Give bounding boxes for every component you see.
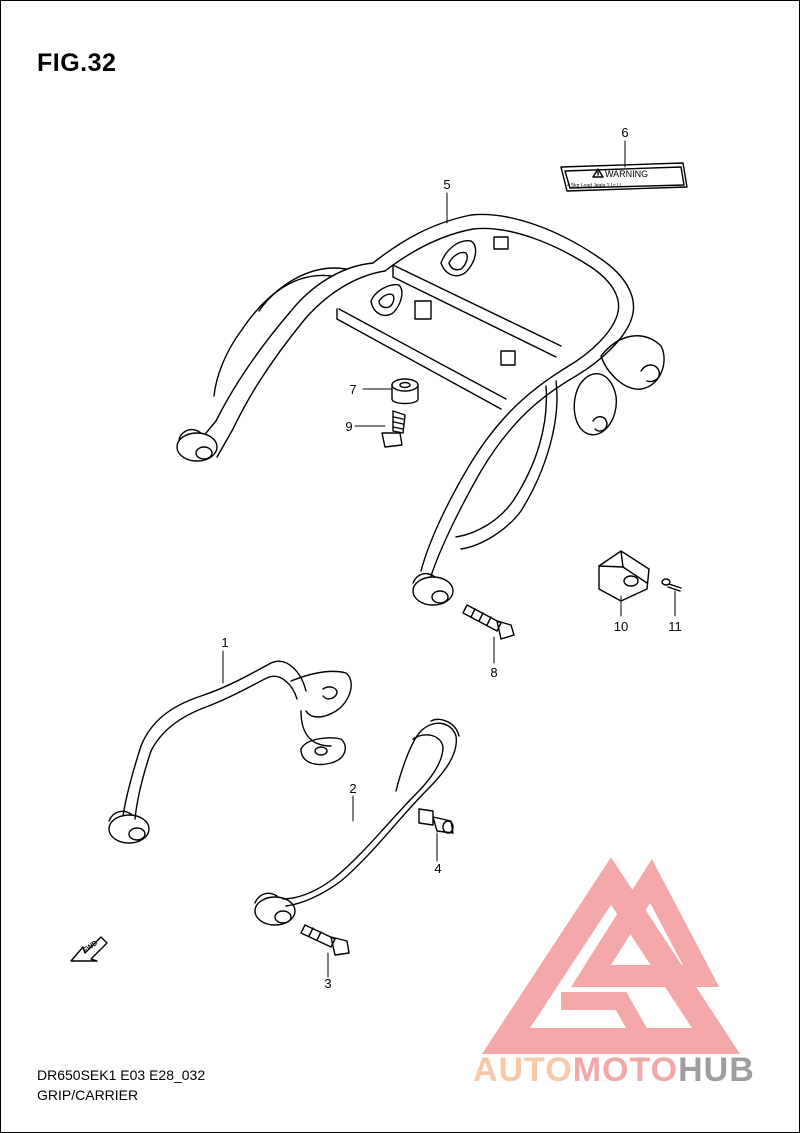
bolt-8-part	[462, 604, 515, 640]
bolt-4-part	[418, 808, 454, 834]
watermark-part-b: MOTO	[572, 1051, 679, 1089]
grommet-part	[391, 378, 419, 405]
callout-7: 7	[349, 382, 356, 397]
bolt-3-part	[300, 924, 350, 956]
callout-10: 10	[614, 619, 628, 634]
watermark-wordmark: AUTOMOTOHUB	[473, 1051, 755, 1090]
forward-arrow-label: FWD	[82, 940, 99, 955]
callout-3: 3	[324, 976, 331, 991]
screw-part	[661, 578, 682, 592]
forward-arrow-icon	[70, 936, 108, 962]
callout-11: 11	[668, 619, 682, 634]
watermark-part-c: HUB	[678, 1051, 755, 1089]
warning-label-heading: WARNING	[605, 169, 648, 179]
callout-4: 4	[434, 861, 441, 876]
figure-title: FIG.32	[37, 49, 117, 77]
callout-8: 8	[490, 665, 497, 680]
watermark-part-a: AUTO	[473, 1051, 573, 1089]
bolt-9-part	[381, 410, 406, 448]
model-code: DR650SEK1 E03 E28_032	[37, 1067, 206, 1083]
callout-1: 1	[221, 635, 228, 650]
warning-label-part	[560, 162, 688, 192]
callout-2: 2	[349, 781, 356, 796]
callout-5: 5	[443, 177, 450, 192]
rear-carrier-part	[176, 213, 665, 606]
callout-9: 9	[345, 419, 352, 434]
section-name: GRIP/CARRIER	[37, 1087, 139, 1103]
watermark-logo	[481, 857, 741, 1054]
clamp-part	[598, 550, 650, 602]
left-grip-part	[108, 660, 352, 844]
callout-6: 6	[621, 125, 628, 140]
leader-lines	[222, 140, 676, 978]
warning-label-fine-print: < 5kg Load Jegla 1 l c l l	[567, 183, 621, 189]
right-grip-part	[254, 718, 460, 926]
